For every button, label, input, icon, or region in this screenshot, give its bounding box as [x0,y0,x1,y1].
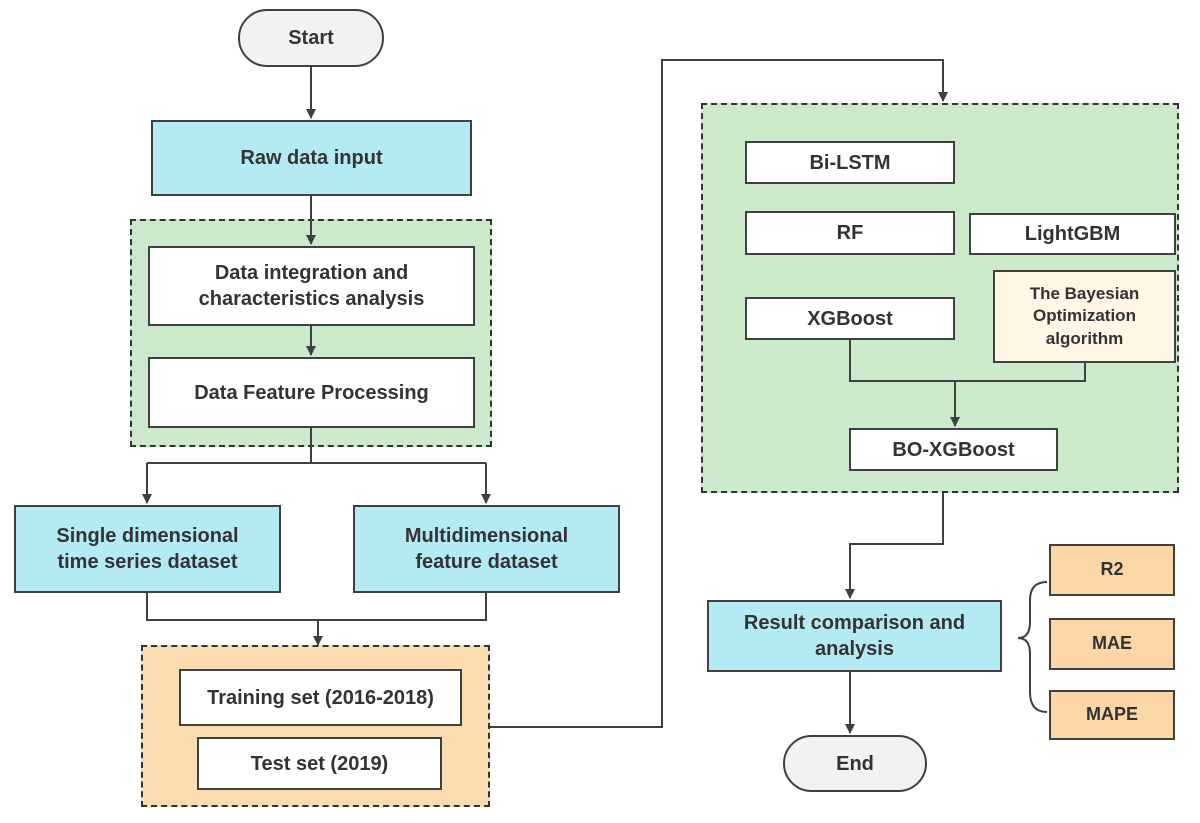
branch-processing [147,428,486,464]
rf-box: RF [745,211,955,255]
single-dimensional-dataset-box: Single dimensional time series dataset [14,505,281,593]
result-comparison-box: Result comparison and analysis [707,600,1002,672]
metric-mape-box: MAPE [1049,690,1175,740]
merge-datasets [146,593,487,621]
training-set-box: Training set (2016-2018) [179,669,462,726]
end-terminal: End [783,735,927,792]
bayesian-optimization-box: The Bayesian Optimization algorithm [993,270,1176,363]
connector-models-to-result [845,493,944,599]
xgboost-box: XGBoost [745,297,955,340]
bi-lstm-box: Bi-LSTM [745,141,955,184]
start-terminal: Start [238,9,384,67]
data-feature-processing-box: Data Feature Processing [148,357,475,428]
bo-xgboost-box: BO-XGBoost [849,428,1058,471]
metric-r2-box: R2 [1049,544,1175,596]
lightgbm-box: LightGBM [969,213,1176,255]
metrics-brace [1017,581,1048,713]
data-integration-box: Data integration and characteristics ana… [148,246,475,326]
connector-split-to-models [490,59,948,728]
multidimensional-dataset-box: Multidimensional feature dataset [353,505,620,593]
merge-xgb-bayes [849,340,1086,382]
test-set-box: Test set (2019) [197,737,442,790]
metric-mae-box: MAE [1049,618,1175,670]
raw-data-input-box: Raw data input [151,120,472,196]
